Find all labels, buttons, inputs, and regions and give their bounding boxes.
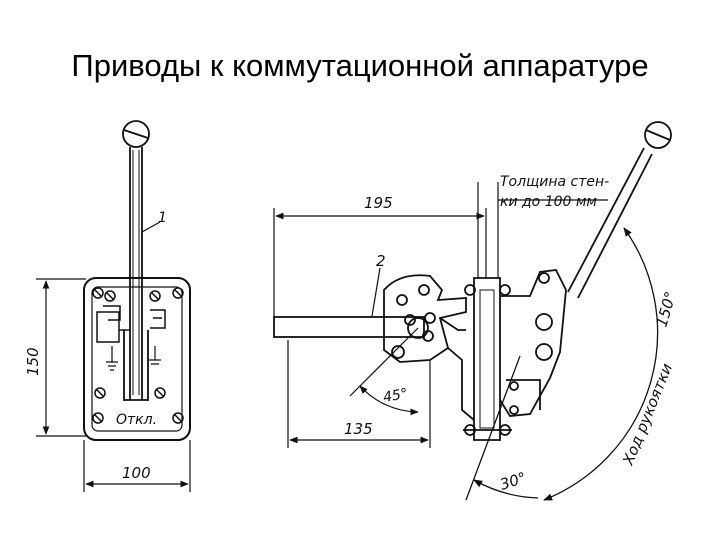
handle-lever	[122, 120, 150, 401]
switch-mechanism	[96, 305, 166, 371]
front-view	[83, 120, 191, 441]
inclined-handle	[567, 121, 672, 299]
cam-plate	[383, 274, 467, 363]
drive-shaft	[273, 316, 425, 338]
dimension-135	[287, 340, 431, 448]
side-view	[273, 121, 672, 441]
label-handle-travel: Ход рукоятки	[619, 361, 677, 469]
label-angle-45: 45°	[382, 386, 409, 406]
dimension-150	[36, 278, 86, 437]
label-wall-thickness-1: Толщина стен-	[500, 174, 609, 190]
angle-45	[349, 327, 419, 416]
mounting-plate	[83, 277, 191, 441]
label-dimension-100: 100	[122, 464, 151, 482]
wall-bracket	[473, 277, 501, 441]
dimension-100	[83, 440, 191, 492]
label-wall-thickness-2: ки до 100 мм	[500, 194, 597, 210]
label-angle-150: 150°	[653, 289, 680, 329]
label-item-2: 2	[376, 252, 386, 270]
label-angle-30: 30°	[498, 468, 529, 493]
handle-travel-arc	[465, 227, 659, 501]
label-dimension-195: 195	[364, 194, 393, 212]
label-dimension-135: 135	[344, 420, 373, 438]
corner-screws	[92, 287, 184, 424]
dimension-195	[273, 208, 487, 318]
page-title: Приводы к коммутационной аппаратуре	[71, 48, 649, 83]
label-item-1: 1	[158, 210, 167, 226]
label-off: Откл.	[116, 412, 157, 428]
wall-thickness-dimension	[477, 182, 608, 278]
label-dimension-150: 150	[24, 347, 42, 376]
